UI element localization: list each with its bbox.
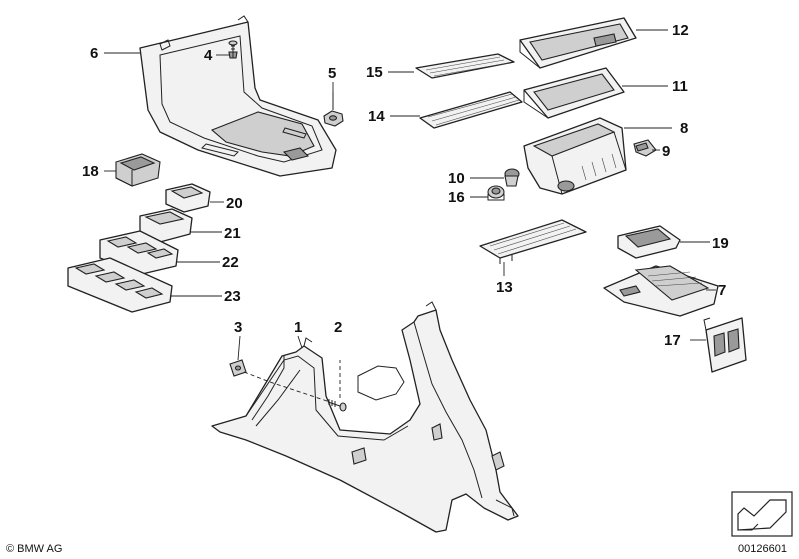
label-5[interactable]: 5	[328, 65, 336, 82]
part-10-socket[interactable]	[504, 168, 520, 187]
label-13[interactable]: 13	[496, 279, 513, 296]
assembly-line-3	[243, 371, 331, 403]
label-8[interactable]: 8	[680, 120, 688, 137]
label-17[interactable]: 17	[664, 332, 681, 349]
label-18[interactable]: 18	[82, 163, 99, 180]
label-23[interactable]: 23	[224, 288, 241, 305]
label-7[interactable]: 7	[718, 282, 726, 299]
part-16-bulb-holder[interactable]	[487, 185, 505, 201]
drawing-number: 00126601	[738, 543, 787, 555]
part-9-clip[interactable]	[633, 139, 657, 157]
direction-arrow-icon	[737, 499, 787, 531]
part-3-clip-nut[interactable]	[229, 359, 247, 377]
part-labels: 6 4 5 15 14 18 20 21 22 23 12 11 8 9 10 …	[82, 22, 729, 349]
part-13-grille-mat[interactable]	[479, 219, 587, 264]
part-18-small-tray[interactable]	[115, 153, 161, 187]
label-4[interactable]: 4	[204, 47, 213, 64]
part-1-lower-console[interactable]	[211, 301, 519, 533]
label-1[interactable]: 1	[294, 319, 302, 336]
part-23-insert-quad[interactable]	[67, 257, 173, 313]
label-15[interactable]: 15	[366, 64, 383, 81]
part-19-tray[interactable]	[617, 225, 681, 259]
label-9[interactable]: 9	[662, 143, 670, 160]
copyright-text: © BMW AG	[6, 543, 62, 555]
label-19[interactable]: 19	[712, 235, 729, 252]
part-12-storage-box[interactable]	[519, 17, 637, 69]
label-22[interactable]: 22	[222, 254, 239, 271]
label-2[interactable]: 2	[334, 319, 342, 336]
label-11[interactable]: 11	[672, 78, 688, 95]
leader-lines	[104, 29, 716, 361]
label-20[interactable]: 20	[226, 195, 243, 212]
part-15-grille-mat[interactable]	[415, 53, 515, 79]
label-21[interactable]: 21	[224, 225, 241, 242]
part-11-storage-box[interactable]	[523, 67, 625, 119]
label-14[interactable]: 14	[368, 108, 385, 125]
label-10[interactable]: 10	[448, 170, 465, 187]
part-4-screw[interactable]	[228, 40, 238, 59]
orientation-arrow-box	[731, 491, 793, 537]
label-3[interactable]: 3	[234, 319, 242, 336]
part-2-screw[interactable]	[327, 399, 347, 412]
part-5-nut[interactable]	[323, 92, 344, 127]
part-20-insert-single[interactable]	[165, 183, 211, 213]
label-6[interactable]: 6	[90, 45, 98, 62]
label-16[interactable]: 16	[448, 189, 465, 206]
part-7-shift-trim[interactable]	[603, 265, 719, 317]
part-6-console-trim[interactable]	[139, 15, 337, 177]
label-12[interactable]: 12	[672, 22, 689, 39]
part-17-bracket[interactable]	[703, 317, 747, 373]
part-8-switch-unit[interactable]	[523, 117, 627, 195]
part-14-grille-mat[interactable]	[419, 91, 523, 129]
